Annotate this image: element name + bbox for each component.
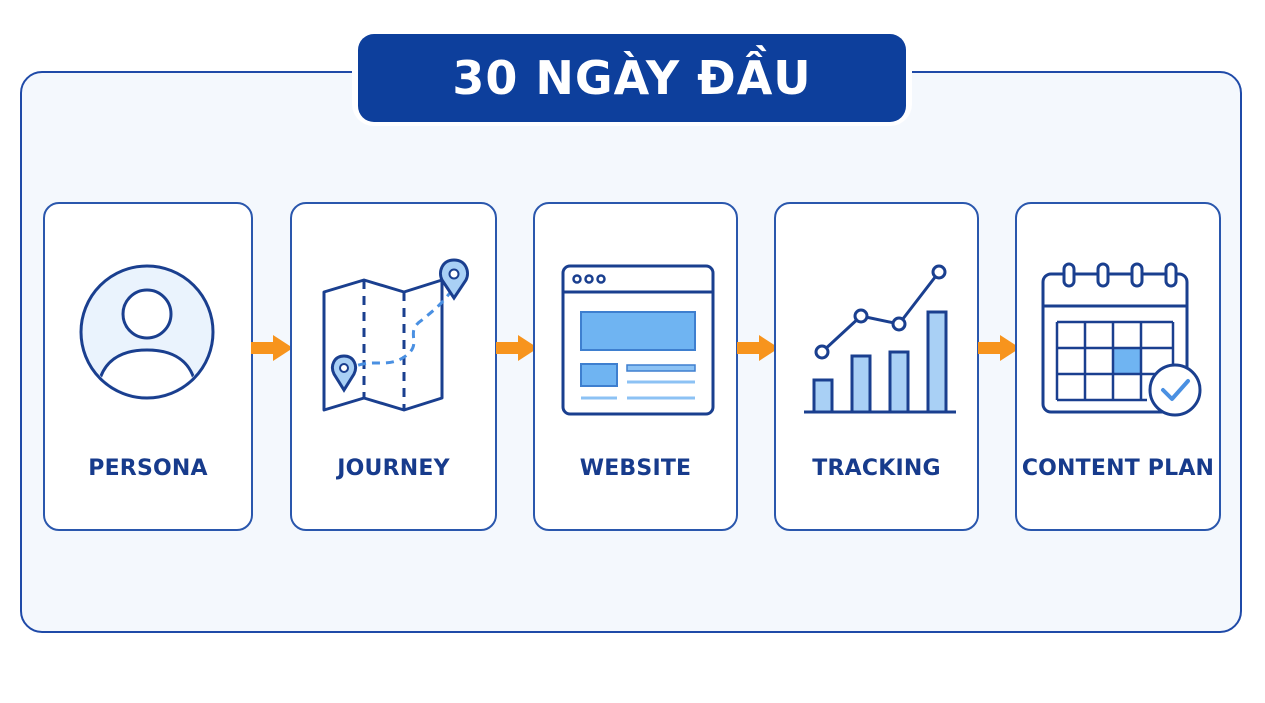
arrow-right-icon	[496, 335, 538, 361]
bar-line-chart-icon	[804, 264, 956, 414]
page-title: 30 NGÀY ĐẦU	[452, 51, 812, 105]
step-label: PERSONA	[88, 456, 208, 481]
user-avatar-icon	[79, 264, 215, 400]
browser-window-icon	[561, 264, 715, 416]
step-card-website: WEBSITE	[533, 202, 738, 531]
map-route-icon	[322, 258, 469, 412]
step-label: TRACKING	[812, 456, 941, 481]
step-label: JOURNEY	[337, 456, 450, 481]
step-label: CONTENT PLAN	[1021, 456, 1215, 481]
arrow-right-icon	[978, 335, 1020, 361]
step-card-tracking: TRACKING	[774, 202, 979, 531]
arrow-right-icon	[251, 335, 293, 361]
calendar-check-icon	[1041, 262, 1202, 417]
arrow-right-icon	[737, 335, 779, 361]
title-badge: 30 NGÀY ĐẦU	[358, 34, 906, 122]
step-card-journey: JOURNEY	[290, 202, 497, 531]
step-card-persona: PERSONA	[43, 202, 253, 531]
step-card-content-plan: CONTENT PLAN	[1015, 202, 1221, 531]
step-label: WEBSITE	[579, 456, 692, 481]
